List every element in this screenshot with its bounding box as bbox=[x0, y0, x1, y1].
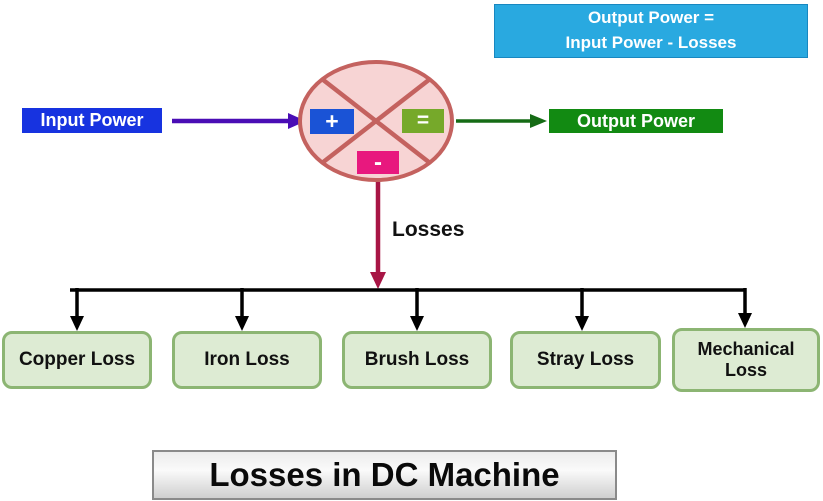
loss-box-mechanical: Mechanical Loss bbox=[672, 328, 820, 392]
loss-box-copper: Copper Loss bbox=[2, 331, 152, 389]
loss-tree-lines bbox=[70, 288, 752, 331]
plus-operator-badge: + bbox=[310, 108, 354, 134]
formula-info-box: Output Power = Input Power - Losses bbox=[494, 4, 808, 58]
minus-operator-badge: - bbox=[357, 149, 399, 176]
summing-junction-circle bbox=[298, 60, 454, 182]
losses-arrow bbox=[370, 182, 386, 289]
input-power-label: Input Power bbox=[22, 108, 162, 133]
loss-box-stray: Stray Loss bbox=[510, 331, 661, 389]
formula-line-1: Output Power = bbox=[587, 8, 715, 28]
loss-box-iron: Iron Loss bbox=[172, 331, 322, 389]
diagram-title: Losses in DC Machine bbox=[152, 450, 617, 500]
output-arrow bbox=[456, 114, 547, 128]
equals-operator-badge: = bbox=[402, 109, 444, 133]
loss-box-brush: Brush Loss bbox=[342, 331, 492, 389]
losses-arrow-label: Losses bbox=[392, 218, 465, 241]
input-arrow bbox=[172, 113, 306, 129]
formula-line-2: Input Power - Losses bbox=[565, 33, 737, 52]
output-power-label: Output Power bbox=[549, 109, 723, 133]
